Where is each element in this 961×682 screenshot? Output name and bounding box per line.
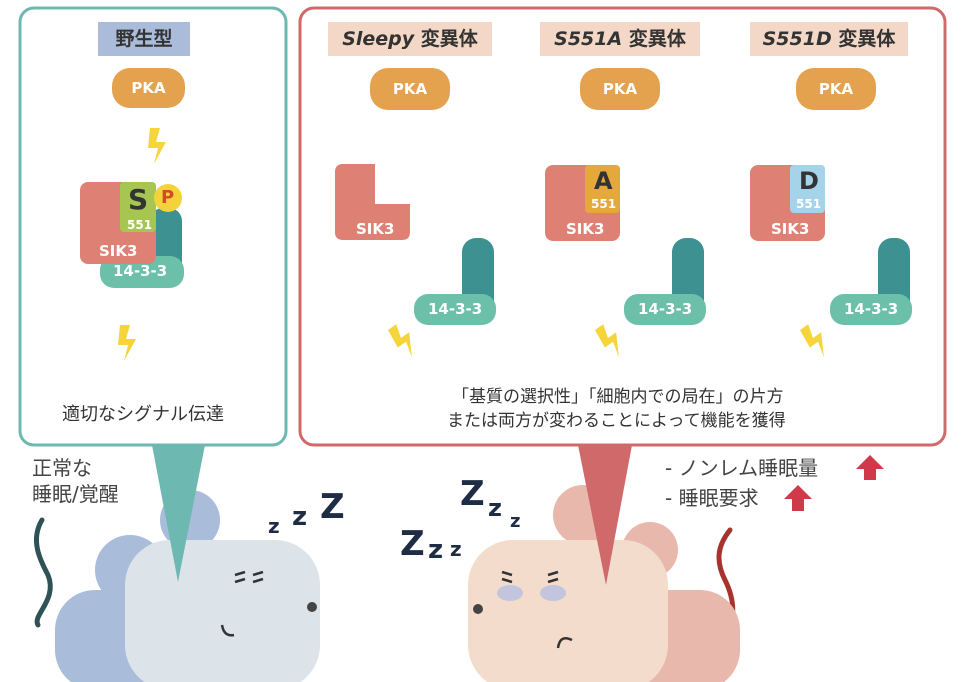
header-sleepy-italic: Sleepy — [342, 28, 415, 50]
header-s551a: S551A 変異体 — [540, 22, 700, 56]
normal-mouse: z z Z — [34, 487, 345, 682]
svg-text:z: z — [292, 502, 307, 532]
partner-label: 14-3-3 — [113, 262, 168, 280]
residue-label: 551 — [127, 218, 153, 232]
pka-pill: PKA — [580, 68, 660, 110]
header-sleepy-rest: 変異体 — [414, 28, 478, 50]
svg-text:Z: Z — [320, 487, 345, 527]
sik3-label: SIK3 — [356, 220, 395, 238]
serine-label: S — [128, 183, 149, 216]
header-s551d: S551D 変異体 — [750, 22, 908, 56]
s551d-complex — [750, 165, 912, 325]
svg-text:Z: Z — [400, 524, 425, 564]
wild-type-pointer — [152, 445, 205, 582]
header-s551d-italic: S551D — [762, 28, 832, 50]
mutant-caption-line1: 「基質の選択性」「細胞内での局在」の片方 — [452, 387, 784, 407]
svg-text:Z: Z — [460, 474, 485, 514]
pka-pill: PKA — [796, 68, 876, 110]
mutant-caption-line2: または両方が変わることによって機能を獲得 — [447, 411, 786, 431]
s551a-complex — [545, 165, 706, 325]
partner-label: 14-3-3 — [428, 300, 483, 318]
sleepy-complex — [335, 164, 496, 325]
header-s551a-italic: S551A — [554, 28, 623, 50]
sik3-label: SIK3 — [566, 220, 605, 238]
sik3-label: SIK3 — [99, 242, 138, 260]
nrem-increase: - ノンレム睡眠量 — [665, 456, 819, 480]
mutant-pointer — [578, 445, 632, 585]
arrow-up-icon — [784, 485, 812, 511]
arrow-up-icon — [856, 455, 884, 480]
wild-type-caption: 適切なシグナル伝達 — [62, 404, 224, 425]
normal-sleep-line2: 睡眠/覚醒 — [32, 482, 119, 506]
svg-text:z: z — [488, 494, 502, 522]
normal-sleep-line1: 正常な — [32, 456, 92, 480]
phospho-label: P — [161, 187, 175, 208]
svg-text:z: z — [510, 511, 520, 532]
residue-label: 551 — [796, 197, 822, 211]
pka-pill: PKA — [112, 68, 185, 108]
header-s551d-rest: 変異体 — [831, 28, 896, 50]
snore-z-icon: z — [268, 514, 280, 538]
partner-label: 14-3-3 — [844, 300, 899, 318]
svg-text:z: z — [450, 537, 462, 561]
sleep-need-increase: - 睡眠要求 — [665, 486, 759, 510]
normal-sleep-label: 正常な 睡眠/覚醒 — [32, 455, 119, 507]
pka-pill: PKA — [370, 68, 450, 110]
partner-label: 14-3-3 — [638, 300, 693, 318]
wild-type-complex — [80, 182, 184, 288]
sik3-label: SIK3 — [771, 220, 810, 238]
header-s551a-rest: 変異体 — [622, 28, 686, 50]
svg-text:z: z — [428, 535, 443, 565]
alanine-label: A — [594, 167, 613, 195]
aspartate-label: D — [799, 167, 819, 195]
mutant-mouse: Z z z Z z z — [400, 474, 740, 682]
wild-type-title: 野生型 — [98, 22, 190, 56]
residue-label: 551 — [591, 197, 617, 211]
header-sleepy: Sleepy 変異体 — [328, 22, 492, 56]
